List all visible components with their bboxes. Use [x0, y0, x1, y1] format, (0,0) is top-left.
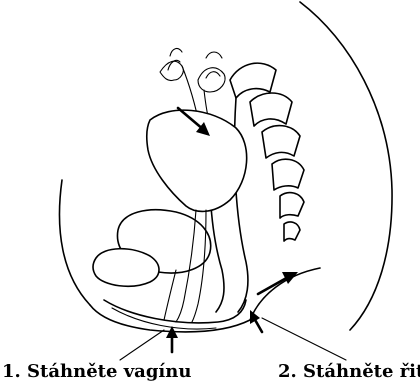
arrow-up-right-icon — [258, 272, 298, 294]
arrow-up-anus-icon — [250, 310, 262, 332]
abdomen-outline — [59, 180, 90, 305]
caption-contract-vagina: 1. Stáhněte vagínu — [2, 362, 191, 382]
arrow-up-vagina-icon — [166, 326, 178, 352]
urethra — [164, 270, 176, 320]
caption-contract-anus: 2. Stáhněte řiť — [278, 362, 420, 382]
back-outline — [300, 2, 392, 330]
pelvic-floor-muscle — [104, 300, 246, 323]
leader-line-vagina — [120, 330, 164, 360]
leader-line-anus — [262, 318, 346, 360]
